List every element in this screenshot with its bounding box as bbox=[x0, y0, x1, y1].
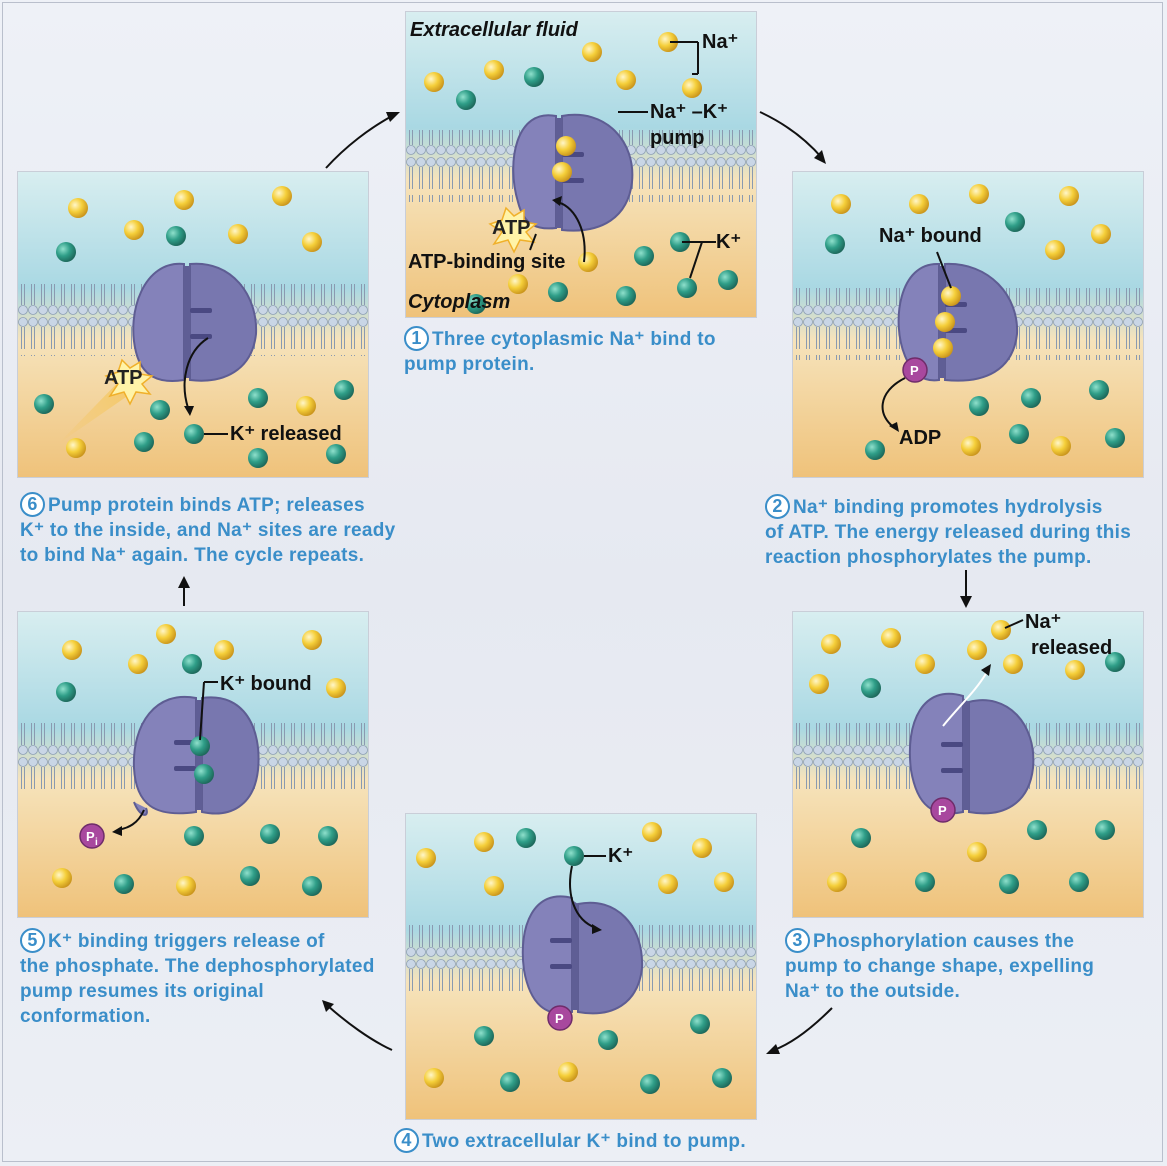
pump-label-line2: pump bbox=[650, 127, 704, 149]
k-bound-label: K⁺ bound bbox=[220, 673, 312, 695]
panel-step-5: P i K⁺ bound bbox=[18, 612, 368, 917]
adp-label: ADP bbox=[899, 427, 941, 449]
na-label: Na⁺ bbox=[702, 31, 738, 53]
k-ion-group bbox=[34, 226, 354, 468]
atp-binding-site-label: ATP-binding site bbox=[408, 251, 565, 273]
atp-burst: ATP bbox=[488, 206, 538, 254]
na-k-pump bbox=[132, 262, 258, 382]
panel-6-illustration: ATP K⁺ released bbox=[18, 172, 368, 477]
step-number-badge: 3 bbox=[785, 928, 810, 953]
caption-line: pump protein. bbox=[404, 354, 535, 375]
atp-label: ATP bbox=[492, 217, 531, 239]
caption-line: pump to change shape, expelling bbox=[785, 956, 1095, 977]
step-number-badge: 6 bbox=[20, 492, 45, 517]
k-ion-group bbox=[56, 654, 338, 896]
caption-line: pump resumes its original bbox=[20, 981, 264, 1002]
phosphate-group: P i bbox=[79, 823, 105, 849]
caption-line: the phosphate. The dephosphorylated bbox=[20, 956, 375, 977]
extracellular-fluid-label: Extracellular fluid bbox=[410, 19, 579, 41]
caption-line: Three cytoplasmic Na⁺ bind to bbox=[432, 329, 716, 350]
na-released-label-line2: released bbox=[1031, 637, 1112, 659]
caption-line: Phosphorylation causes the bbox=[813, 931, 1075, 952]
na-k-pump bbox=[897, 262, 1019, 382]
atp-burst: ATP bbox=[104, 358, 154, 406]
na-ion-group bbox=[424, 32, 702, 294]
step-number-badge: 1 bbox=[404, 326, 429, 351]
phosphate-group: P bbox=[902, 357, 928, 383]
step-number-badge: 4 bbox=[394, 1128, 419, 1153]
caption-line: Pump protein binds ATP; releases bbox=[48, 495, 365, 516]
panel-step-6: ATP K⁺ released bbox=[18, 172, 368, 477]
na-ion-group bbox=[416, 822, 734, 1088]
caption-line: to bind Na⁺ again. The cycle repeats. bbox=[20, 545, 365, 566]
caption-line: conformation. bbox=[20, 1006, 151, 1027]
k-label: K⁺ bbox=[716, 231, 741, 253]
na-ion-group bbox=[809, 620, 1085, 892]
na-ion-group bbox=[831, 184, 1111, 456]
k-released-label: K⁺ released bbox=[230, 423, 342, 445]
k-ion-group bbox=[851, 652, 1125, 894]
k-ion-group bbox=[456, 67, 738, 314]
pump-label-line1: Na⁺ –K⁺ bbox=[650, 101, 728, 123]
step-number-badge: 5 bbox=[20, 928, 45, 953]
na-ion-group bbox=[66, 186, 322, 458]
caption-line: Na⁺ to the outside. bbox=[785, 981, 961, 1002]
phosphate-group: P bbox=[930, 797, 956, 823]
panel-3-illustration: P Na⁺ released bbox=[793, 612, 1143, 917]
cytoplasm-label: Cytoplasm bbox=[408, 291, 510, 313]
na-k-pump bbox=[132, 695, 260, 816]
phosphate-label: P bbox=[86, 829, 95, 844]
k-ion-group bbox=[825, 212, 1125, 460]
k-ion-group bbox=[474, 828, 732, 1094]
phosphate-subscript: i bbox=[95, 837, 98, 848]
panel-5-illustration: P i K⁺ bound bbox=[18, 612, 368, 917]
panel-step-3: P Na⁺ released bbox=[793, 612, 1143, 917]
panel-2-illustration: P Na⁺ bound ADP bbox=[793, 172, 1143, 477]
na-released-label-line1: Na⁺ bbox=[1025, 612, 1061, 633]
phosphate-group: P bbox=[547, 1005, 573, 1031]
panel-1-illustration: ATP Extracellular fluid Na⁺ Na⁺ –K⁺ pump… bbox=[406, 12, 756, 317]
panel-step-2: P Na⁺ bound ADP bbox=[793, 172, 1143, 477]
na-ion-group bbox=[52, 624, 346, 896]
phosphate-label: P bbox=[938, 803, 947, 818]
panel-4-illustration: P K⁺ bbox=[406, 814, 756, 1119]
na-bound-label: Na⁺ bound bbox=[879, 225, 982, 247]
caption-line: K⁺ binding triggers release of bbox=[48, 931, 325, 952]
k-label: K⁺ bbox=[608, 845, 633, 867]
na-k-pump bbox=[908, 692, 1035, 815]
step-number-badge: 2 bbox=[765, 494, 790, 519]
atp-label: ATP bbox=[104, 367, 143, 389]
caption-line: Two extracellular K⁺ bind to pump. bbox=[422, 1131, 746, 1152]
phosphate-label: P bbox=[910, 363, 919, 378]
caption-line: of ATP. The energy released during this bbox=[765, 522, 1132, 543]
panel-step-4: P K⁺ bbox=[406, 814, 756, 1119]
panel-step-1: ATP Extracellular fluid Na⁺ Na⁺ –K⁺ pump… bbox=[406, 12, 756, 317]
caption-line: K⁺ to the inside, and Na⁺ sites are read… bbox=[20, 520, 396, 541]
caption-line: Na⁺ binding promotes hydrolysis bbox=[793, 497, 1103, 518]
phosphate-label: P bbox=[555, 1011, 564, 1026]
caption-line: reaction phosphorylates the pump. bbox=[765, 547, 1092, 568]
